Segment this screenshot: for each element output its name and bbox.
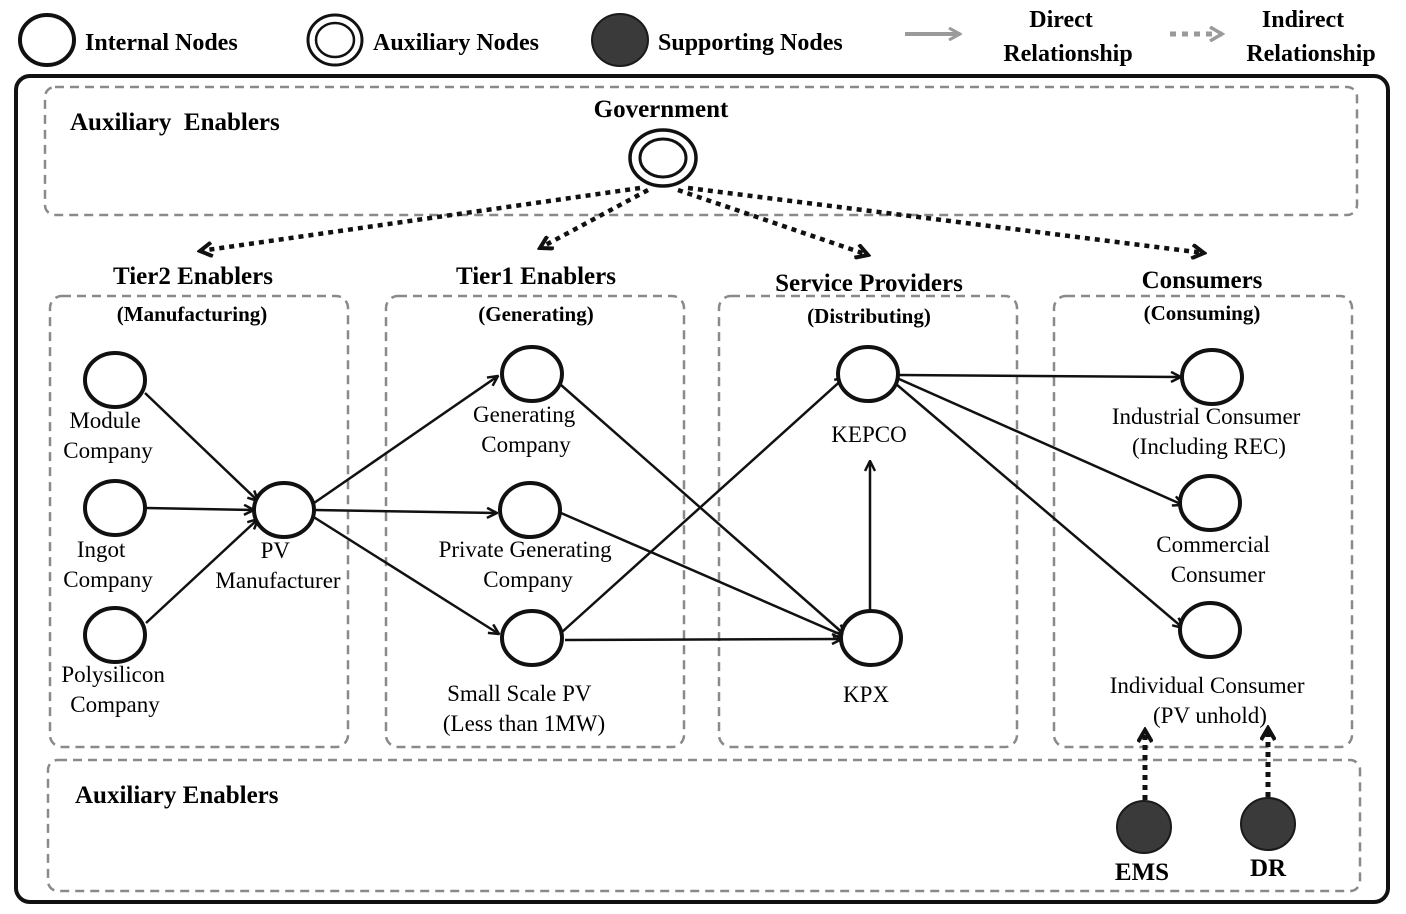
industrial-consumer-node [1180,348,1244,406]
government-node [628,128,698,188]
polysilicon-to-pv-arrow [145,519,258,624]
kepco-to-industrial-arrow [898,375,1181,377]
legend-auxiliary-node-icon [306,13,364,67]
legend-indirect-label: Indirect Relationship [1246,7,1375,67]
gov-to-service-arrow [677,187,868,255]
ems-label: EMS [1115,859,1169,886]
kpx-node [839,609,903,667]
polysilicon-company-node [83,606,147,664]
tier1-subtitle: (Generating) [478,302,593,326]
small-scale-pv-node [500,609,564,667]
top-auxiliary-title: Auxiliary Enablers [70,109,280,136]
kepco-to-individual-arrow [895,383,1183,628]
kepco-node [836,345,900,403]
private-to-kpx-arrow [560,511,844,636]
gov-to-consumers-arrow [687,185,1204,253]
gov-to-tier2-arrow [200,185,641,251]
government-label: Government [594,96,729,123]
ingot-company-node [83,479,147,537]
legend-internal-node-icon [18,13,76,67]
internal-nodes [83,345,1244,667]
dr-supporting-node [1240,797,1296,851]
top-auxiliary-region [43,85,1359,217]
smallscale-to-kpx-arrow [564,639,842,640]
module-company-node [83,351,147,409]
private-generating-label: Private Generating Company [439,537,618,592]
kpx-label: KPX [843,682,889,707]
tier2-title: Tier2 Enablers [113,263,273,290]
generating-company-label: Generating Company [473,402,581,457]
consumers-group-box [1052,294,1354,749]
ingot-to-pv-arrow [145,508,254,510]
legend: Internal Nodes Auxiliary Nodes Supportin… [18,7,1376,67]
private-generating-node [498,481,562,539]
service-title: Service Providers [775,270,963,297]
pv-manufacturer-node [252,481,316,539]
generating-company-node [500,345,564,403]
direct-edges [144,375,1183,640]
pv-manufacturer-label: PV Manufacturer [215,538,340,593]
consumers-subtitle: (Consuming) [1144,301,1261,325]
tier2-group-box [48,294,350,749]
individual-consumer-label: Individual Consumer (PV unhold) [1110,673,1311,728]
dr-label: DR [1250,855,1287,882]
consumers-title: Consumers [1142,267,1263,294]
service-subtitle: (Distributing) [807,304,931,328]
tier2-subtitle: (Manufacturing) [117,302,268,326]
legend-internal-label: Internal Nodes [85,30,238,56]
pv-to-private-arrow [313,510,497,513]
commercial-consumer-node [1178,474,1242,532]
industrial-consumer-label: Industrial Consumer (Including REC) [1112,404,1306,459]
gov-to-tier1-arrow [540,188,650,248]
legend-auxiliary-label: Auxiliary Nodes [373,30,539,56]
tier1-group-box [384,294,686,749]
ems-supporting-node [1116,800,1172,854]
legend-supporting-label: Supporting Nodes [658,30,843,56]
module-company-label: Module Company [63,408,153,463]
service-group-box [717,294,1019,749]
smallscale-to-kepco-arrow [561,377,845,633]
individual-consumer-node [1178,601,1242,659]
tier1-title: Tier1 Enablers [456,263,616,290]
bottom-auxiliary-region [46,758,1362,893]
ingot-company-label: Ingot Company [63,537,153,592]
generating-to-kpx-arrow [560,384,845,635]
module-to-pv-arrow [144,392,258,501]
commercial-consumer-label: Commercial Consumer [1156,532,1275,587]
supporting-indirect-arrows [1145,728,1268,800]
kepco-label: KEPCO [831,422,906,447]
pv-to-generating-arrow [313,376,498,505]
legend-direct-label: Direct Relationship [1003,7,1132,67]
small-scale-pv-label: Small Scale PV (Less than 1MW) [443,681,605,736]
polysilicon-company-label: Polysilicon Company [61,662,170,717]
ecosystem-frame [14,74,1390,904]
kepco-to-commercial-arrow [898,377,1183,505]
legend-supporting-node-icon [591,13,649,67]
pv-to-smallscale-arrow [311,514,499,634]
government-indirect-arrows [200,185,1204,255]
bottom-auxiliary-title: Auxiliary Enablers [75,782,279,809]
